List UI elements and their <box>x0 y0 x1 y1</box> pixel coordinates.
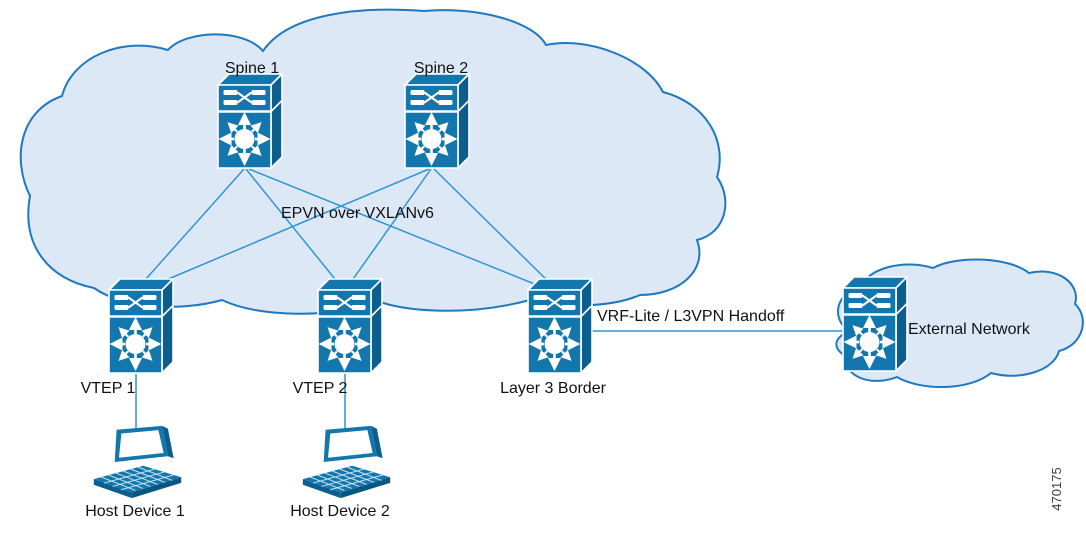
host2-label: Host Device 2 <box>290 503 390 520</box>
external-network-label: External Network <box>908 321 1030 338</box>
handoff-link-label: VRF-Lite / L3VPN Handoff <box>597 308 785 325</box>
vtep2-label: VTEP 2 <box>292 380 348 397</box>
node-host2 <box>299 424 394 500</box>
node-layer3-border <box>527 278 593 374</box>
link-spine1-vtep2 <box>245 168 344 290</box>
spine2-label: Spine 2 <box>413 60 469 77</box>
node-spine1 <box>217 73 283 169</box>
fabric-cloud-annotation: EPVN over VXLANv6 <box>281 205 434 222</box>
vtep1-label: VTEP 1 <box>80 380 136 397</box>
spine1-label: Spine 1 <box>224 60 280 77</box>
figure-number: 470175 <box>1049 467 1064 511</box>
link-spine1-vtep1 <box>136 168 245 290</box>
layer3-switch-icon <box>108 278 174 374</box>
layer3-border-label: Layer 3 Border <box>500 380 606 397</box>
node-external-switch <box>842 276 908 372</box>
laptop-icon <box>90 424 185 500</box>
host1-label: Host Device 1 <box>85 503 185 520</box>
fabric-links <box>135 168 852 434</box>
layer3-switch-icon <box>527 278 593 374</box>
node-vtep1 <box>108 278 174 374</box>
laptop-icon <box>299 424 394 500</box>
node-host1 <box>90 424 185 500</box>
layer3-switch-icon <box>217 73 283 169</box>
node-spine2 <box>404 73 470 169</box>
link-spine2-vtep1 <box>139 168 430 292</box>
fabric-cloud-shape <box>19 8 727 315</box>
link-spine2-border <box>433 168 557 290</box>
layer3-switch-icon <box>317 278 383 374</box>
layer3-switch-icon <box>842 276 908 372</box>
node-vtep2 <box>317 278 383 374</box>
link-spine2-vtep2 <box>345 168 432 290</box>
link-spine1-border <box>248 168 553 292</box>
layer3-switch-icon <box>404 73 470 169</box>
